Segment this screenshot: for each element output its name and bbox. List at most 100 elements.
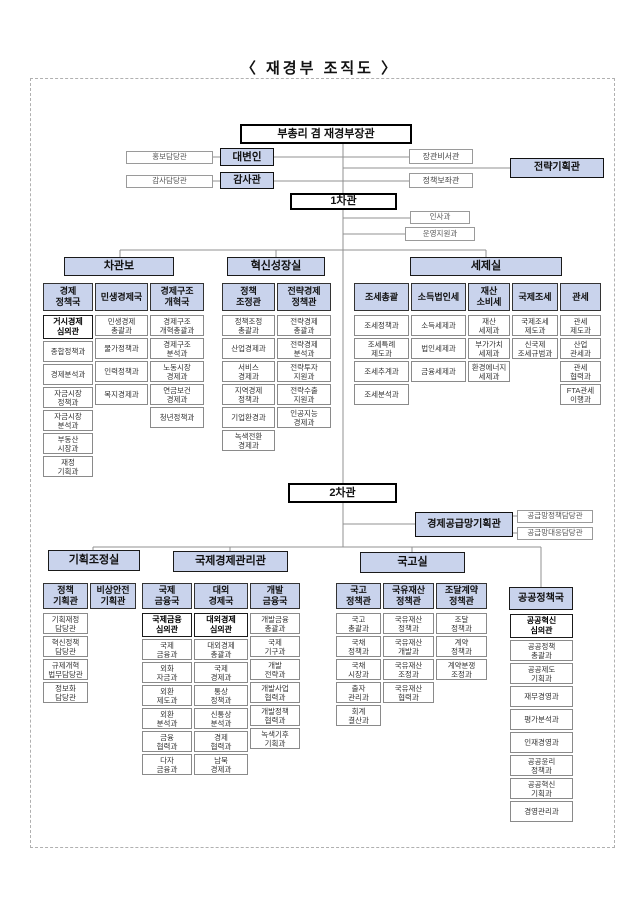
dept-box: 종합정책과 [43, 341, 93, 362]
dept-box: 국제 금융과 [142, 639, 192, 660]
dept-box: 청년정책과 [150, 407, 204, 428]
bureau-header: 비상안전 기획관 [90, 583, 136, 609]
section-header-innovation-growth: 혁신성장실 [227, 257, 325, 276]
dept-box: 환경에너지 세제과 [468, 361, 510, 382]
bureau-header: 대외 경제국 [194, 583, 248, 609]
dept-box: 인력정책과 [95, 361, 148, 382]
dept-box: 공공정책 총괄과 [510, 640, 573, 661]
bureau-header: 재산 소비세 [468, 283, 510, 311]
dept-box: 평가분석과 [510, 709, 573, 730]
dept-box: 조세추계과 [354, 361, 409, 382]
bureau-header: 민생경제국 [95, 283, 148, 311]
vice-minister-1-box: 1차관 [290, 193, 397, 210]
dept-box: 재정 기획과 [43, 456, 93, 477]
dept-box: 노동시장 경제과 [150, 361, 204, 382]
dept-box: 계약 정책과 [436, 636, 487, 657]
bureau-header: 국고 정책관 [336, 583, 381, 609]
dept-column: 정책조정 총괄과 산업경제과 서비스 경제과 지역경제 정책과 기업환경과 녹색… [222, 315, 275, 453]
dept-box: 국고 총괄과 [336, 613, 381, 634]
deputy-box: 대외경제 심의관 [194, 613, 248, 637]
dept-box: 기획재정 담당관 [43, 613, 88, 634]
dept-box: 서비스 경제과 [222, 361, 275, 382]
dept-column: 경제구조 개혁총괄과 경제구조 분석과 노동시장 경제과 연금보건 경제과 청년… [150, 315, 204, 430]
bureau-header: 전략경제 정책관 [277, 283, 331, 311]
dept-box: 재무경영과 [510, 686, 573, 707]
dept-box: 국유재산 조정과 [383, 659, 434, 680]
dept-box: 경영관리과 [510, 801, 573, 822]
dept-box: 국제 기구과 [250, 636, 300, 657]
dept-box: 외환 제도과 [142, 685, 192, 706]
dept-box: 부가가치 세제과 [468, 338, 510, 359]
dept-box: 전략수출 지원과 [277, 384, 331, 405]
dept-column: 소득세제과 법인세제과 금융세제과 [411, 315, 466, 384]
dept-box: 자금시장 정책과 [43, 387, 93, 408]
dept-box: 조세정책과 [354, 315, 409, 336]
dept-column: 개발금융 총괄과 국제 기구과 개발 전략과 개발사업 협력과 개발정책 협력과… [250, 613, 300, 751]
dept-box: 경제구조 개혁총괄과 [150, 315, 204, 336]
deputy-box: 공공혁신 심의관 [510, 614, 573, 638]
dept-box: 국제 경제과 [194, 662, 248, 683]
dept-column: 거시경제 심의관 종합정책과 경제분석과 자금시장 정책과 자금시장 분석과 부… [43, 315, 93, 479]
dept-box: 규제개혁 법무담당관 [43, 659, 88, 680]
dept-box: 조세특례 제도과 [354, 338, 409, 359]
dept-box: 신국제 조세규범과 [512, 338, 558, 359]
support-division-box: 운영지원과 [405, 227, 475, 241]
bureau-header: 조달계약 정책관 [436, 583, 487, 609]
dept-box: 관세 제도과 [560, 315, 601, 336]
secretary-box: 장관비서관 [409, 149, 473, 164]
bureau-header: 조세총괄 [354, 283, 409, 311]
dept-box: 금융세제과 [411, 361, 466, 382]
bureau-header: 경제 정책국 [43, 283, 93, 311]
bureau-header: 정책 조정관 [222, 283, 275, 311]
dept-box: 경제분석과 [43, 364, 93, 385]
dept-box: 출자 관리과 [336, 682, 381, 703]
dept-box: 다자 금융과 [142, 754, 192, 775]
dept-box: 전략투자 지원과 [277, 361, 331, 382]
dept-box: 민생경제 총괄과 [95, 315, 148, 336]
dept-box: 기업환경과 [222, 407, 275, 428]
dept-column: 대외경제 심의관 대외경제 총괄과 국제 경제과 통상 정책과 신통상 분석과 … [194, 613, 248, 777]
bureau-header: 국제조세 [512, 283, 558, 311]
dept-column: 공공혁신 심의관 공공정책 총괄과 공공제도 기획과 재무경영과 평가분석과 인… [510, 614, 573, 824]
section-header-assistant-minister: 차관보 [64, 257, 174, 276]
dept-box: 통상 정책과 [194, 685, 248, 706]
dept-box: 조달 정책과 [436, 613, 487, 634]
hr-division-box: 인사과 [410, 211, 470, 224]
dept-box: 공공혁신 기획과 [510, 778, 573, 799]
dept-box: 자금시장 분석과 [43, 410, 93, 431]
dept-column: 전략경제 총괄과 전략경제 분석과 전략투자 지원과 전략수출 지원과 인공지능… [277, 315, 331, 430]
bureau-header: 국제 금융국 [142, 583, 192, 609]
dept-box: 녹색전환 경제과 [222, 430, 275, 451]
bureau-header: 국유재산 정책관 [383, 583, 434, 609]
page-title: 〈 재경부 조직도 〉 [0, 57, 640, 78]
bureau-header: 정책 기획관 [43, 583, 88, 609]
dept-box: 외환 분석과 [142, 708, 192, 729]
dept-box: 혁신정책 담당관 [43, 636, 88, 657]
dept-column: 국고 총괄과 국채 정책과 국채 시장과 출자 관리과 회계 결산과 [336, 613, 381, 728]
dept-box: 공공윤리 정책과 [510, 755, 573, 776]
dept-column: 국제조세 제도과 신국제 조세규범과 [512, 315, 558, 361]
dept-box: 정책조정 총괄과 [222, 315, 275, 336]
dept-box: 금융 협력과 [142, 731, 192, 752]
auditor-box: 감사관 [220, 172, 274, 189]
section-header-treasury: 국고실 [360, 552, 465, 573]
dept-column: 국유재산 정책과 국유재산 개발과 국유재산 조정과 국유재산 협력과 [383, 613, 434, 705]
dept-box: 개발금융 총괄과 [250, 613, 300, 634]
dept-box: 개발사업 협력과 [250, 682, 300, 703]
deputy-box: 국제금융 심의관 [142, 613, 192, 637]
strategy-planner-box: 전략기획관 [510, 158, 604, 178]
section-header-public-policy: 공공정책국 [509, 587, 573, 610]
dept-box: 개발정책 협력과 [250, 705, 300, 726]
dept-box: 국제조세 제도과 [512, 315, 558, 336]
dept-column: 재산 세제과 부가가치 세제과 환경에너지 세제과 [468, 315, 510, 384]
dept-box: 물가정책과 [95, 338, 148, 359]
policy-advisor-box: 정책보좌관 [409, 173, 473, 188]
dept-column: 국제금융 심의관 국제 금융과 외화 자금과 외환 제도과 외환 분석과 금융 … [142, 613, 192, 777]
minister-box: 부총리 겸 재경부장관 [240, 124, 412, 144]
dept-box: 조세분석과 [354, 384, 409, 405]
supply-chain-planner-box: 경제공급망기획관 [415, 512, 513, 537]
dept-box: 인재경영과 [510, 732, 573, 753]
dept-box: 정보화 담당관 [43, 682, 88, 703]
